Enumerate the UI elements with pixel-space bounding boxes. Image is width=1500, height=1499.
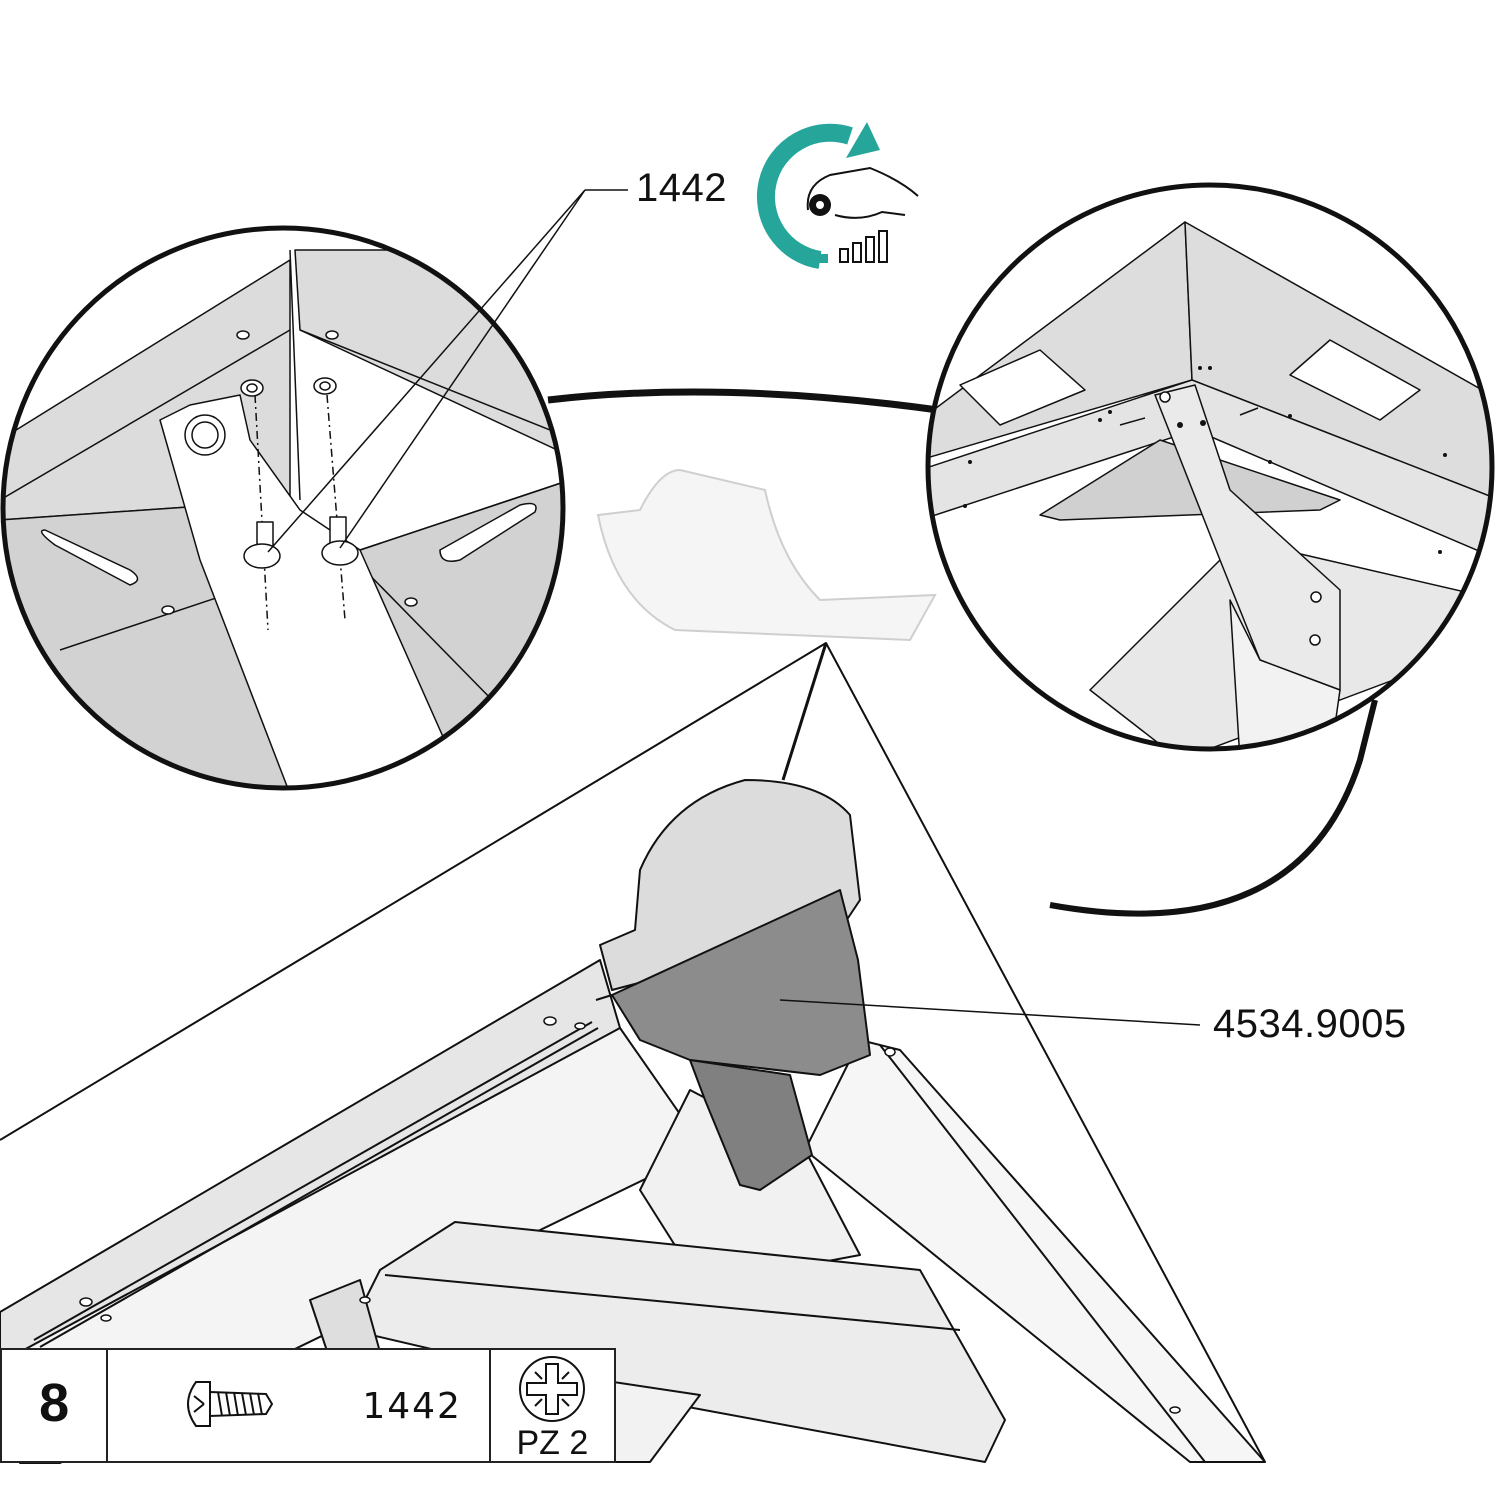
zoom-circle-right — [925, 182, 1495, 752]
callout-part-4534-9005: 4534.9005 — [1213, 1002, 1407, 1046]
corner-cap — [595, 779, 871, 1191]
ghost-cap — [596, 468, 937, 642]
rail-holes — [79, 1016, 1181, 1414]
step-cell: 8 — [2, 1350, 109, 1461]
zoom-circle-left — [0, 225, 566, 791]
zoom-detail-left — [3, 228, 563, 788]
screw-left — [243, 521, 281, 569]
callout-part-1442: 1442 — [636, 166, 727, 210]
part-number: 1442 — [362, 1386, 462, 1427]
pozidriv-bit-icon — [518, 1356, 585, 1422]
parts-table: 8 1442 — [0, 1348, 616, 1463]
zoom-detail-right — [928, 185, 1492, 749]
part-cell: 1442 — [108, 1350, 491, 1461]
callout-leader-1442 — [267, 189, 628, 553]
turn-clockwise-hand-icon — [756, 122, 919, 269]
tool-label: PZ 2 — [516, 1424, 589, 1462]
pan-head-screw-icon — [187, 1381, 274, 1427]
screw-right — [321, 516, 359, 566]
step-number: 8 — [39, 1373, 70, 1433]
tool-cell: PZ 2 — [491, 1350, 614, 1462]
